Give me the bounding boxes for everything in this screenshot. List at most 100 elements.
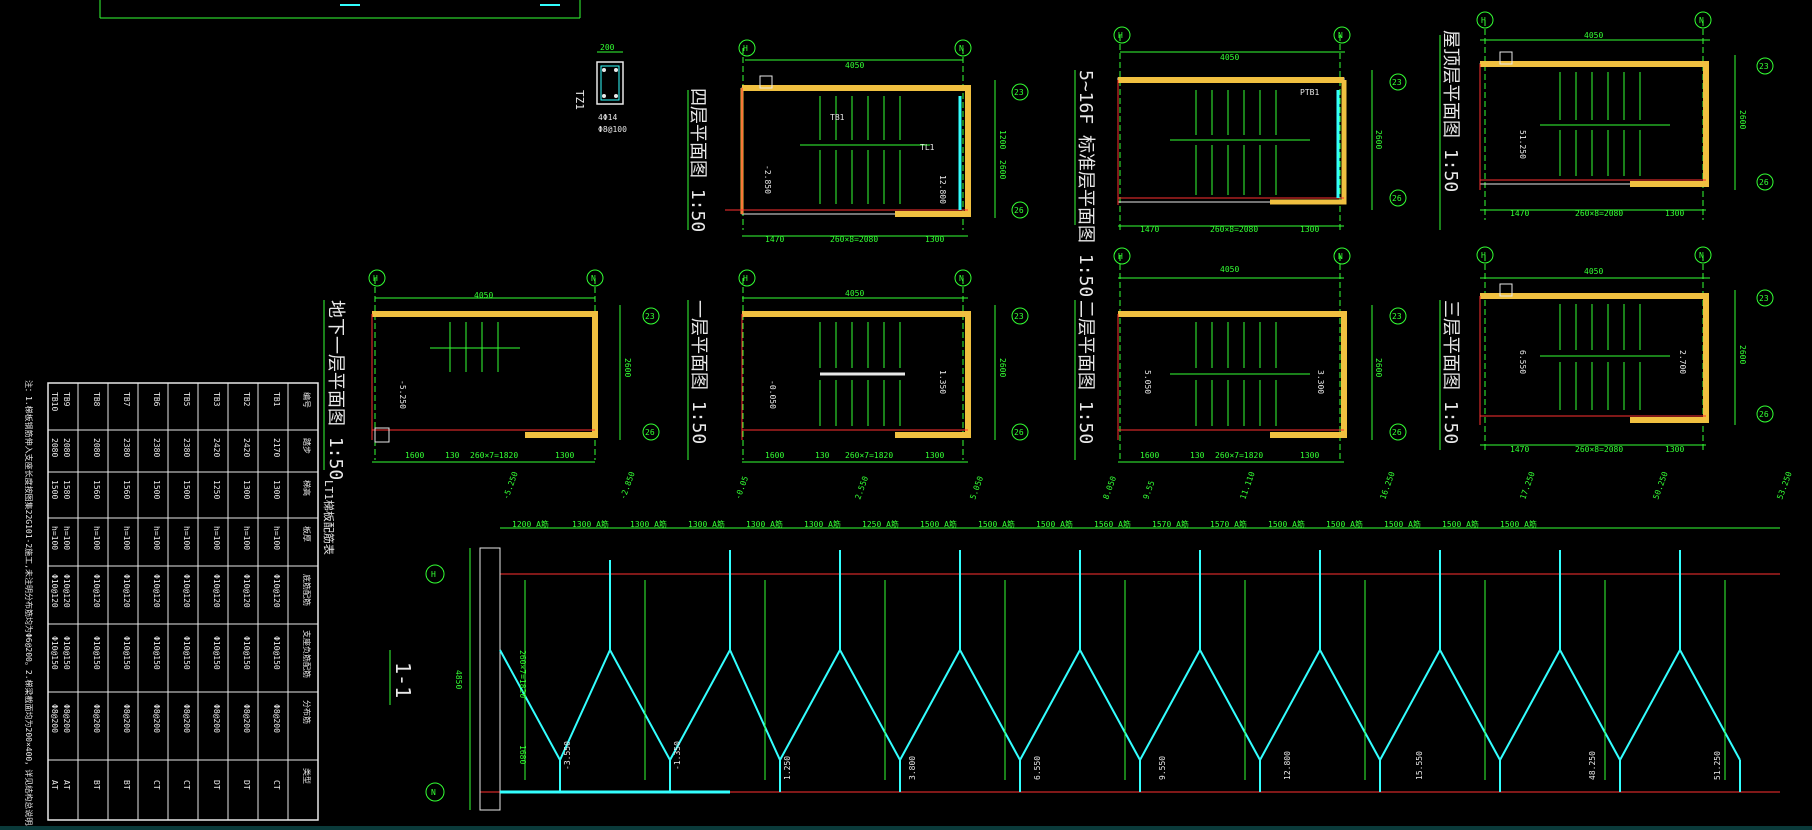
grid-bubble: H xyxy=(373,274,378,283)
table-header: 板厚 xyxy=(302,526,312,542)
dim-1300: 1300 xyxy=(1300,225,1319,234)
grid-bubble: 26 xyxy=(1392,194,1402,203)
table-header: 支座负筋配筋 xyxy=(302,630,312,678)
dim-width: 4050 xyxy=(474,291,493,300)
table-cell: 1500 xyxy=(152,480,161,499)
dim-1820: 260×7=1820 xyxy=(1215,451,1263,460)
dim-2600: 2600 xyxy=(1738,110,1747,129)
elev: 51.250 xyxy=(1518,130,1527,159)
section-segment: 1250 A筋 xyxy=(862,519,899,529)
table-cell: Φ10@150 xyxy=(122,636,131,670)
table-cell: Φ10@120 xyxy=(92,574,101,608)
section-bottom-elev: -1.350 xyxy=(673,741,682,770)
dim-1470: 1470 xyxy=(1510,209,1529,218)
table-title: LT1梯板配筋表 xyxy=(322,480,336,555)
section-bottom-elev: 12.800 xyxy=(1283,751,1292,780)
plan-elevations: -2.850 12.800 51.250 6.550 2.700 xyxy=(763,130,1687,374)
plan-title: 地下一层平面图 1:50 xyxy=(325,300,346,480)
dim-1470: 1470 xyxy=(1140,225,1159,234)
flight-label: TB1 xyxy=(830,113,845,122)
table-cell: Φ10@150 xyxy=(50,636,59,670)
table-cell: CT xyxy=(152,780,161,790)
table-cell: 2420 xyxy=(212,438,221,457)
section-1-1[interactable]: H N 4850 1-1 -5.250 -2.850 -0.05 2.550 5… xyxy=(389,470,1794,811)
table-cell: 2080 xyxy=(92,438,101,457)
section-height: 4850 xyxy=(454,670,463,689)
table-cell: Φ10@120 xyxy=(212,574,221,608)
table-cell: h=100 xyxy=(152,526,161,550)
table-cell: Φ10@150 xyxy=(272,636,281,670)
dim-2080: 260×8=2080 xyxy=(1210,225,1258,234)
section-flight: 260×7=1820 xyxy=(518,650,527,698)
elev: -2.850 xyxy=(763,165,772,194)
table-cell: 1560 xyxy=(122,480,131,499)
table-cell: Φ8@200 xyxy=(212,704,221,733)
grid-bubble: N xyxy=(1699,251,1704,260)
table-cell: BT xyxy=(122,780,131,790)
table-cell: Φ10@120 xyxy=(182,574,191,608)
table-cell: h=100 xyxy=(92,526,101,550)
dim-1300: 1300 xyxy=(1665,209,1684,218)
plan-title: 三层平面图 1:50 xyxy=(1440,300,1461,444)
flight-label: TL1 xyxy=(920,143,935,152)
table-cell: 2380 xyxy=(182,438,191,457)
table-cell: h=100 xyxy=(272,526,281,550)
table-cell: 1500 xyxy=(182,480,191,499)
dim-1470: 1470 xyxy=(1510,445,1529,454)
table-header: 类型 xyxy=(302,768,312,784)
section-top-elev: 53.250 xyxy=(1775,470,1793,500)
table-cell: Φ8@200 xyxy=(182,704,191,733)
table-cell: Φ10@120 xyxy=(122,574,131,608)
table-header: 分布筋 xyxy=(302,700,312,724)
section-bottom-elev: 6.550 xyxy=(1033,756,1042,780)
table-header: 底筋配筋 xyxy=(302,574,312,606)
column-name: TZ1 xyxy=(573,90,586,110)
table-cell: TB8 xyxy=(92,392,101,407)
table-cell: Φ10@150 xyxy=(242,636,251,670)
table-cell: h=100 xyxy=(50,526,59,550)
table-cell: Φ10@120 xyxy=(242,574,251,608)
section-segment: 1500 A筋 xyxy=(920,519,957,529)
grid-bubble: H xyxy=(743,44,748,53)
dim-130: 130 xyxy=(445,451,460,460)
dim-1300: 1300 xyxy=(925,451,944,460)
plan-std[interactable]: H N 4050 1470 260×8=2080 1300 2600 23 26… xyxy=(1074,26,1407,297)
grid-bubble: 23 xyxy=(1014,312,1024,321)
table-cell: 2420 xyxy=(242,438,251,457)
section-segment: 1300 A筋 xyxy=(746,519,783,529)
column-stirrup: Φ8@100 xyxy=(598,125,627,134)
grid-bubble: N xyxy=(959,274,964,283)
table-cell: BT xyxy=(92,780,101,790)
section-bottom-elev: 3.800 xyxy=(908,756,917,780)
table-cell: h=100 xyxy=(122,526,131,550)
section-segment: 1300 A筋 xyxy=(630,519,667,529)
dim-2600: 2600 xyxy=(1374,130,1383,149)
dim-1470: 1470 xyxy=(765,235,784,244)
dim-2600: 2600 xyxy=(998,358,1007,377)
table-cell: AT xyxy=(62,780,71,790)
plan-3f[interactable]: H N 4050 1470 260×8=2080 1300 2600 23 26… xyxy=(1439,246,1774,454)
plan-4f[interactable]: H N 4050 1470 260×8=2080 1300 1200 2600 … xyxy=(687,39,1029,244)
grid-bubble: 23 xyxy=(1392,78,1402,87)
plan-1f[interactable]: H N 4050 -0.050 1.350 1600 130 260×7=182… xyxy=(687,269,1029,463)
stair-flights xyxy=(499,647,1741,763)
plan-roof[interactable]: H N 4050 1470 260×8=2080 1300 2600 23 26… xyxy=(1439,11,1774,230)
model-space-strip xyxy=(0,826,1812,830)
dim-1820: 260×7=1820 xyxy=(845,451,893,460)
dim-width: 4050 xyxy=(1220,53,1239,62)
section-bottom-elev: 15.550 xyxy=(1415,751,1424,780)
column-detail-tz1: 200 TZ1 4Φ14 Φ8@100 xyxy=(573,43,627,134)
plan-2f[interactable]: H N 4050 5.050 3.300 1600 130 260×7=1820… xyxy=(1074,247,1407,463)
grid-bubble: H xyxy=(1118,31,1123,40)
elev: 2.700 xyxy=(1678,350,1687,374)
dim-width: 4050 xyxy=(1584,31,1603,40)
table-cell: Φ8@200 xyxy=(272,704,281,733)
grid-bubble: H xyxy=(1481,251,1486,260)
table-header: 梯高 xyxy=(302,480,312,496)
section-segment: 1500 A筋 xyxy=(1442,519,1479,529)
elev: -5.250 xyxy=(398,380,407,409)
plan-b1[interactable]: H N 4050 -5.250 1600 130 260×7=1820 1300… xyxy=(323,269,660,480)
table-cell: 1250 xyxy=(212,480,221,499)
grid-bubble: H xyxy=(1118,252,1123,261)
